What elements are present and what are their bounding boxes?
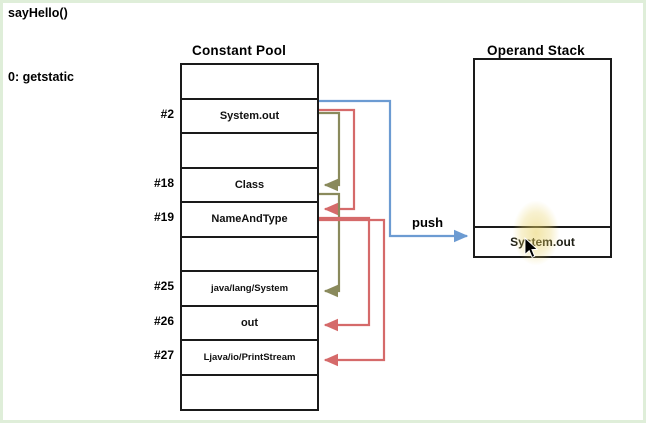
nameandtype-to-out-arrow [319,216,371,332]
constant-pool-cell-value: NameAndType [211,213,288,226]
opcode-label: 0: getstatic [8,70,74,84]
system-out-to-class-arrow [319,111,341,192]
operand-stack-box: System.out [473,58,612,258]
constant-pool-index-27: #27 [153,348,174,363]
constant-pool-cell-value: Class [234,178,265,191]
push-arrow [319,99,469,243]
system-out-to-nameandtype-arrow [319,108,356,216]
mouse-pointer-icon [524,237,539,259]
constant-pool-row-25: java/lang/System [182,272,317,307]
operand-stack-title: Operand Stack [487,43,585,58]
constant-pool-row-26: out [182,307,317,341]
constant-pool-index-25: #25 [153,279,174,294]
constant-pool-cell-value: java/lang/System [210,282,289,294]
constant-pool-index-26: #26 [153,313,174,328]
constant-pool-cell-value: out [240,316,259,329]
constant-pool-row-19: NameAndType [182,203,317,238]
constant-pool-row-empty [182,376,317,411]
constant-pool-cell-value: System.out [219,109,280,122]
constant-pool-row-empty [182,65,317,100]
constant-pool-title: Constant Pool [192,43,287,58]
constant-pool-row-2: System.out [182,100,317,134]
constant-pool-index-2: #2 [160,106,174,121]
method-label: sayHello() [8,6,68,20]
push-label: push [412,215,444,230]
constant-pool-index-18: #18 [153,175,174,190]
constant-pool-row-18: Class [182,169,317,203]
constant-pool-row-empty [182,134,317,169]
class-to-java-lang-system-arrow [319,192,341,298]
constant-pool-cell-value: Ljava/io/PrintStream [203,351,296,363]
operand-stack-item: System.out [510,234,575,249]
nameandtype-to-printstream-arrow [319,218,386,367]
diagram-canvas: sayHello() 0: getstatic Constant Pool Op… [3,3,643,420]
operand-stack-empty-area [475,60,610,228]
constant-pool-index-19: #19 [153,210,174,225]
constant-pool-row-27: Ljava/io/PrintStream [182,341,317,376]
constant-pool-row-empty [182,238,317,272]
